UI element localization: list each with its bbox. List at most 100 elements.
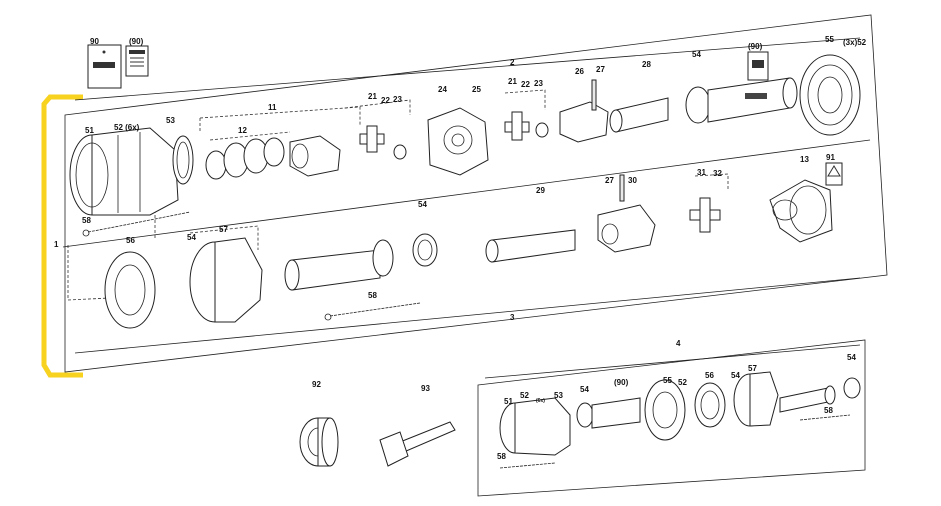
chain-58d bbox=[499, 462, 556, 469]
chain-58b bbox=[324, 302, 421, 321]
callout-27b[interactable]: 27 bbox=[605, 176, 614, 185]
callout-25[interactable]: 25 bbox=[472, 85, 481, 94]
chain-58c bbox=[799, 414, 851, 421]
tube-54b bbox=[576, 397, 641, 429]
callout-1[interactable]: 1 bbox=[54, 240, 59, 249]
callout-57a[interactable]: 57 bbox=[219, 225, 228, 234]
callout-30[interactable]: 30 bbox=[628, 176, 637, 185]
dim-line-3 bbox=[74, 277, 861, 354]
callout-53a[interactable]: 53 bbox=[166, 116, 175, 125]
callout-90[interactable]: 90 bbox=[90, 37, 99, 46]
chain-58 bbox=[82, 211, 191, 237]
callout-52a[interactable]: 52 (6x) bbox=[114, 123, 140, 132]
warning-label-91 bbox=[825, 162, 843, 186]
callout-28[interactable]: 28 bbox=[642, 60, 651, 69]
callout-51a[interactable]: 51 bbox=[85, 126, 94, 135]
cross-21b bbox=[504, 111, 549, 141]
callout-58c[interactable]: 58 bbox=[824, 406, 833, 415]
callout-90b[interactable]: (90) bbox=[129, 37, 144, 46]
inner-tube-29 bbox=[485, 229, 576, 263]
inner-tube-28 bbox=[609, 97, 669, 133]
group-21a-leader bbox=[344, 99, 411, 115]
group-21b-leader bbox=[504, 89, 546, 110]
callout-55b[interactable]: 55 bbox=[663, 376, 672, 385]
callout-90c[interactable]: (90) bbox=[748, 42, 763, 51]
cv-center-24 bbox=[427, 107, 489, 176]
callout-31[interactable]: 31 bbox=[697, 168, 706, 177]
callout-2[interactable]: 2 bbox=[510, 58, 515, 67]
yoke-11 bbox=[289, 135, 341, 177]
callout-54c[interactable]: 54 bbox=[187, 233, 196, 242]
tube-58b bbox=[779, 377, 861, 413]
callout-91[interactable]: 91 bbox=[826, 153, 835, 162]
callout-55a[interactable]: 55 bbox=[825, 35, 834, 44]
group-11-leader bbox=[199, 106, 361, 132]
callout-3x52[interactable]: (3x)52 bbox=[843, 38, 867, 47]
callout-52b[interactable]: 52 bbox=[520, 391, 529, 400]
group-57a-leader bbox=[189, 225, 259, 250]
guard-ring-56 bbox=[104, 251, 156, 329]
group-31-leader bbox=[694, 173, 729, 190]
callout-54f[interactable]: 54 bbox=[847, 353, 856, 362]
callout-58d[interactable]: 58 bbox=[497, 452, 506, 461]
outer-tube-54 bbox=[685, 77, 798, 124]
ring-54 bbox=[412, 233, 438, 267]
dim-line-2 bbox=[74, 37, 861, 101]
mini-label-6x: (6x) bbox=[536, 398, 545, 404]
bearing-57 bbox=[189, 237, 263, 323]
guard-cone-51 bbox=[69, 127, 179, 216]
dim-line-4 bbox=[484, 344, 861, 379]
manual-icon bbox=[87, 44, 122, 89]
shield-13 bbox=[769, 179, 833, 243]
callout-53b[interactable]: 53 bbox=[554, 391, 563, 400]
warning-label-90 bbox=[747, 51, 769, 81]
callout-21a[interactable]: 21 bbox=[368, 92, 377, 101]
callout-13[interactable]: 13 bbox=[800, 155, 809, 164]
callout-21b[interactable]: 21 bbox=[508, 77, 517, 86]
callout-58b[interactable]: 58 bbox=[368, 291, 377, 300]
callout-54a[interactable]: 54 bbox=[692, 50, 701, 59]
callout-22b[interactable]: 22 bbox=[521, 80, 530, 89]
highlight-bracket bbox=[41, 94, 83, 378]
callout-57b[interactable]: 57 bbox=[748, 364, 757, 373]
callout-3[interactable]: 3 bbox=[510, 313, 515, 322]
cross-21a bbox=[359, 125, 407, 160]
callout-58a[interactable]: 58 bbox=[82, 216, 91, 225]
callout-56a[interactable]: 56 bbox=[126, 236, 135, 245]
callout-23a[interactable]: 23 bbox=[393, 95, 402, 104]
callout-32[interactable]: 32 bbox=[713, 169, 722, 178]
callout-22a[interactable]: 22 bbox=[381, 96, 390, 105]
callout-4[interactable]: 4 bbox=[676, 339, 681, 348]
callout-52c[interactable]: 52 bbox=[678, 378, 687, 387]
cross-31 bbox=[689, 197, 721, 233]
callout-12[interactable]: 12 bbox=[238, 126, 247, 135]
callout-56b[interactable]: 56 bbox=[705, 371, 714, 380]
group-12-leader bbox=[209, 131, 291, 141]
callout-54e[interactable]: 54 bbox=[731, 371, 740, 380]
callout-54d[interactable]: 54 bbox=[580, 385, 589, 394]
bellows-12 bbox=[205, 137, 285, 180]
panel-divider bbox=[62, 139, 871, 248]
main-panel-frame bbox=[64, 14, 888, 373]
callout-29[interactable]: 29 bbox=[536, 186, 545, 195]
callout-23b[interactable]: 23 bbox=[534, 79, 543, 88]
tube-with-cap bbox=[284, 239, 394, 291]
yoke-30 bbox=[597, 174, 656, 253]
callout-54b[interactable]: 54 bbox=[418, 200, 427, 209]
ring-56b bbox=[694, 382, 726, 428]
callout-11[interactable]: 11 bbox=[268, 103, 277, 112]
callout-26[interactable]: 26 bbox=[575, 67, 584, 76]
cap-92 bbox=[299, 417, 339, 467]
callout-93[interactable]: 93 bbox=[421, 384, 430, 393]
callout-24[interactable]: 24 bbox=[438, 85, 447, 94]
guard-cone-55 bbox=[799, 54, 861, 136]
label-card-icon bbox=[125, 45, 149, 77]
lower-panel-frame bbox=[477, 339, 866, 497]
guard-cone-55b bbox=[644, 379, 686, 441]
callout-51b[interactable]: 51 bbox=[504, 397, 513, 406]
callout-90d[interactable]: (90) bbox=[614, 378, 629, 387]
callout-27a[interactable]: 27 bbox=[596, 65, 605, 74]
callout-92[interactable]: 92 bbox=[312, 380, 321, 389]
